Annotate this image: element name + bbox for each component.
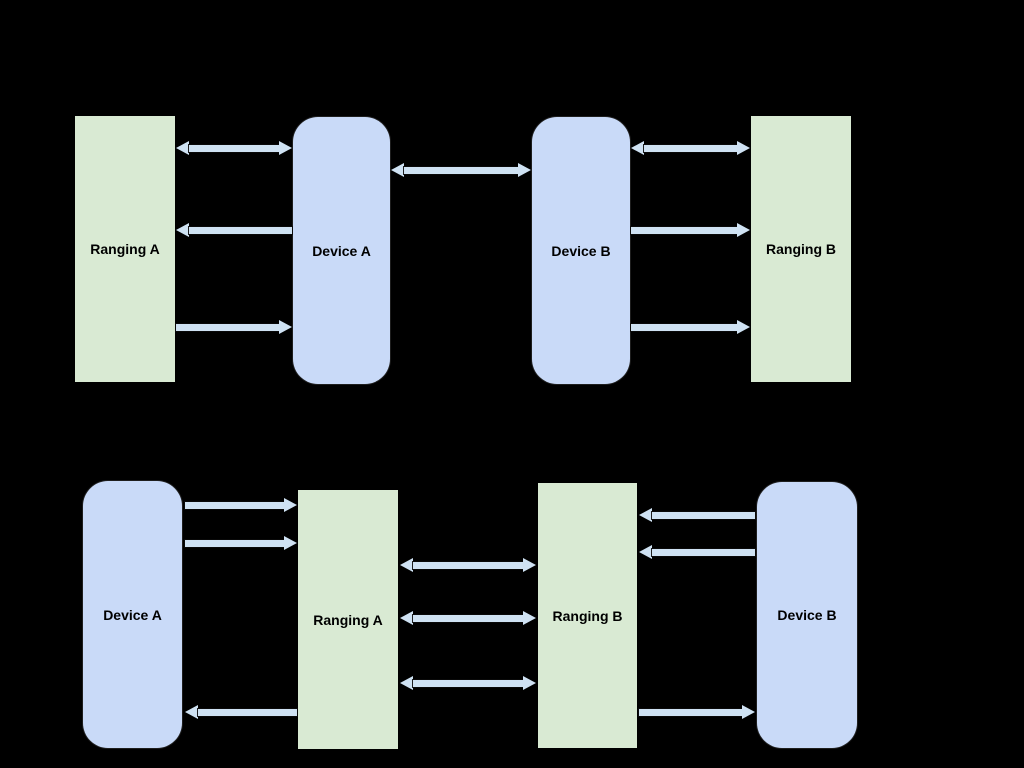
arrowhead-left-icon <box>400 676 413 690</box>
box-label-top-device-a: Device A <box>312 242 371 259</box>
arrowhead-left-icon <box>400 611 413 625</box>
arrowhead-right-icon <box>523 676 536 690</box>
box-top-device-a: Device A <box>293 117 390 384</box>
arrowhead-right-icon <box>737 141 750 155</box>
arrow-shaft <box>176 323 279 331</box>
arrowhead-left-icon <box>391 163 404 177</box>
arrow-shaft <box>631 323 737 331</box>
box-label-top-ranging-b: Ranging B <box>766 241 836 257</box>
arrow-shaft <box>185 539 284 547</box>
arrowhead-right-icon <box>279 320 292 334</box>
arrow-shaft <box>652 511 755 519</box>
arrow-top-device-a-device-b <box>391 163 531 177</box>
box-top-device-b: Device B <box>532 117 630 384</box>
arrow-bottom-ranging-a-to-device-a <box>185 705 297 719</box>
box-label-bottom-device-a: Device A <box>103 606 162 623</box>
arrow-shaft <box>189 144 279 152</box>
arrowhead-left-icon <box>185 705 198 719</box>
arrowhead-right-icon <box>742 705 755 719</box>
arrow-shaft <box>413 561 523 569</box>
arrow-shaft <box>413 614 523 622</box>
arrow-shaft <box>631 226 737 234</box>
arrow-bottom-device-b-to-ranging-b-2 <box>639 545 755 559</box>
arrow-bottom-device-a-to-ranging-a-2 <box>185 536 297 550</box>
arrowhead-right-icon <box>279 141 292 155</box>
box-label-bottom-ranging-b: Ranging B <box>552 607 623 624</box>
arrowhead-left-icon <box>400 558 413 572</box>
arrow-top-device-b-to-ranging-b-1 <box>631 223 750 237</box>
arrowhead-left-icon <box>176 141 189 155</box>
box-bottom-device-b: Device B <box>757 482 857 748</box>
arrowhead-right-icon <box>737 320 750 334</box>
arrow-top-ranging-a-device-a-1 <box>176 141 292 155</box>
arrow-top-ranging-a-to-device-a <box>176 320 292 334</box>
arrowhead-left-icon <box>639 508 652 522</box>
arrow-shaft <box>404 166 518 174</box>
box-bottom-ranging-a: Ranging A <box>298 490 398 749</box>
arrowhead-right-icon <box>284 498 297 512</box>
box-label-top-device-b: Device B <box>551 242 611 259</box>
arrow-bottom-ranging-a-ranging-b-2 <box>400 611 536 625</box>
arrow-bottom-device-b-to-ranging-b-1 <box>639 508 755 522</box>
arrowhead-right-icon <box>523 611 536 625</box>
arrow-bottom-ranging-a-ranging-b-1 <box>400 558 536 572</box>
arrowhead-right-icon <box>737 223 750 237</box>
arrow-top-device-b-to-ranging-b-2 <box>631 320 750 334</box>
arrowhead-right-icon <box>518 163 531 177</box>
arrowhead-left-icon <box>639 545 652 559</box>
box-label-bottom-device-b: Device B <box>777 607 837 623</box>
box-top-ranging-a: Ranging A <box>75 116 175 382</box>
box-bottom-device-a: Device A <box>83 481 182 748</box>
box-top-ranging-b: Ranging B <box>751 116 851 382</box>
arrow-shaft <box>652 548 755 556</box>
arrowhead-right-icon <box>284 536 297 550</box>
arrow-shaft <box>185 501 284 509</box>
box-label-top-ranging-a: Ranging A <box>90 241 160 257</box>
arrow-top-device-b-ranging-b-1 <box>631 141 750 155</box>
arrow-shaft <box>198 708 297 716</box>
arrow-bottom-device-a-to-ranging-a-1 <box>185 498 297 512</box>
arrowhead-right-icon <box>523 558 536 572</box>
arrow-bottom-ranging-b-to-device-b <box>639 705 755 719</box>
arrow-bottom-ranging-a-ranging-b-3 <box>400 676 536 690</box>
arrow-shaft <box>639 708 742 716</box>
arrow-shaft <box>413 679 523 687</box>
arrowhead-left-icon <box>631 141 644 155</box>
arrow-shaft <box>189 226 292 234</box>
arrowhead-left-icon <box>176 223 189 237</box>
arrow-shaft <box>644 144 737 152</box>
box-bottom-ranging-b: Ranging B <box>538 483 637 748</box>
box-label-bottom-ranging-a: Ranging A <box>313 611 383 628</box>
arrow-top-device-a-to-ranging-a <box>176 223 292 237</box>
